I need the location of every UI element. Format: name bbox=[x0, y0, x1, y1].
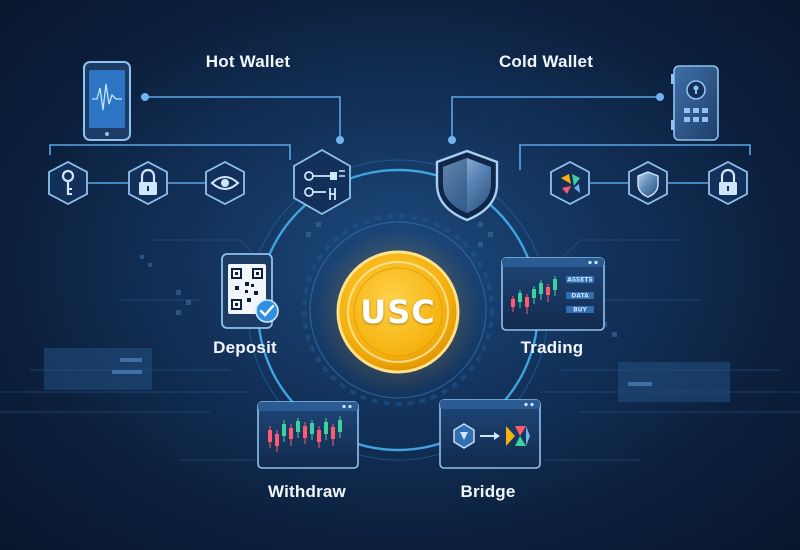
withdraw-label: Withdraw bbox=[268, 482, 346, 501]
cold-wallet-connector-node bbox=[448, 136, 456, 144]
trading-assets-button: ASSETS bbox=[567, 276, 593, 283]
cold-wallet-label: Cold Wallet bbox=[498, 52, 594, 71]
padlock-icon bbox=[128, 160, 168, 206]
hardware-safe-icon bbox=[671, 65, 719, 141]
cold-wallet-connector-node bbox=[656, 93, 664, 101]
hot-wallet-label: Hot Wallet bbox=[205, 52, 291, 71]
smartphone-icon bbox=[83, 61, 131, 141]
trading-label: Trading bbox=[520, 338, 584, 357]
trading-buy-button: BUY bbox=[573, 306, 587, 313]
bridge-panel bbox=[439, 399, 541, 469]
shield-icon bbox=[435, 149, 499, 222]
candlestick-chart-icon bbox=[511, 276, 557, 314]
trading-data-button: DATA bbox=[571, 292, 589, 299]
coin-symbol: USC bbox=[360, 293, 436, 331]
hot-wallet-connector-node bbox=[336, 136, 344, 144]
crypto-token-icon bbox=[550, 160, 590, 206]
token-swap-arrow-icon bbox=[453, 423, 530, 449]
check-badge-icon bbox=[255, 299, 279, 323]
background-panel-right-mark bbox=[628, 382, 652, 386]
background-panel-left bbox=[44, 348, 152, 390]
cold-wallet-connector bbox=[451, 96, 751, 170]
background-panel-left-mark bbox=[120, 358, 142, 362]
usc-coin bbox=[336, 250, 460, 374]
key-icon bbox=[48, 160, 88, 206]
candlestick-chart-icon bbox=[268, 416, 342, 452]
withdraw-panel bbox=[257, 401, 359, 469]
padlock-icon bbox=[708, 160, 748, 206]
eye-icon bbox=[205, 160, 245, 206]
keys-icon bbox=[293, 148, 351, 216]
shield-icon bbox=[628, 160, 668, 206]
deposit-label: Deposit bbox=[213, 338, 277, 357]
hot-wallet-connector-node bbox=[141, 93, 149, 101]
background-panel-left-mark bbox=[112, 370, 142, 374]
hot-wallet-connector bbox=[49, 96, 341, 160]
bridge-label: Bridge bbox=[460, 482, 516, 501]
